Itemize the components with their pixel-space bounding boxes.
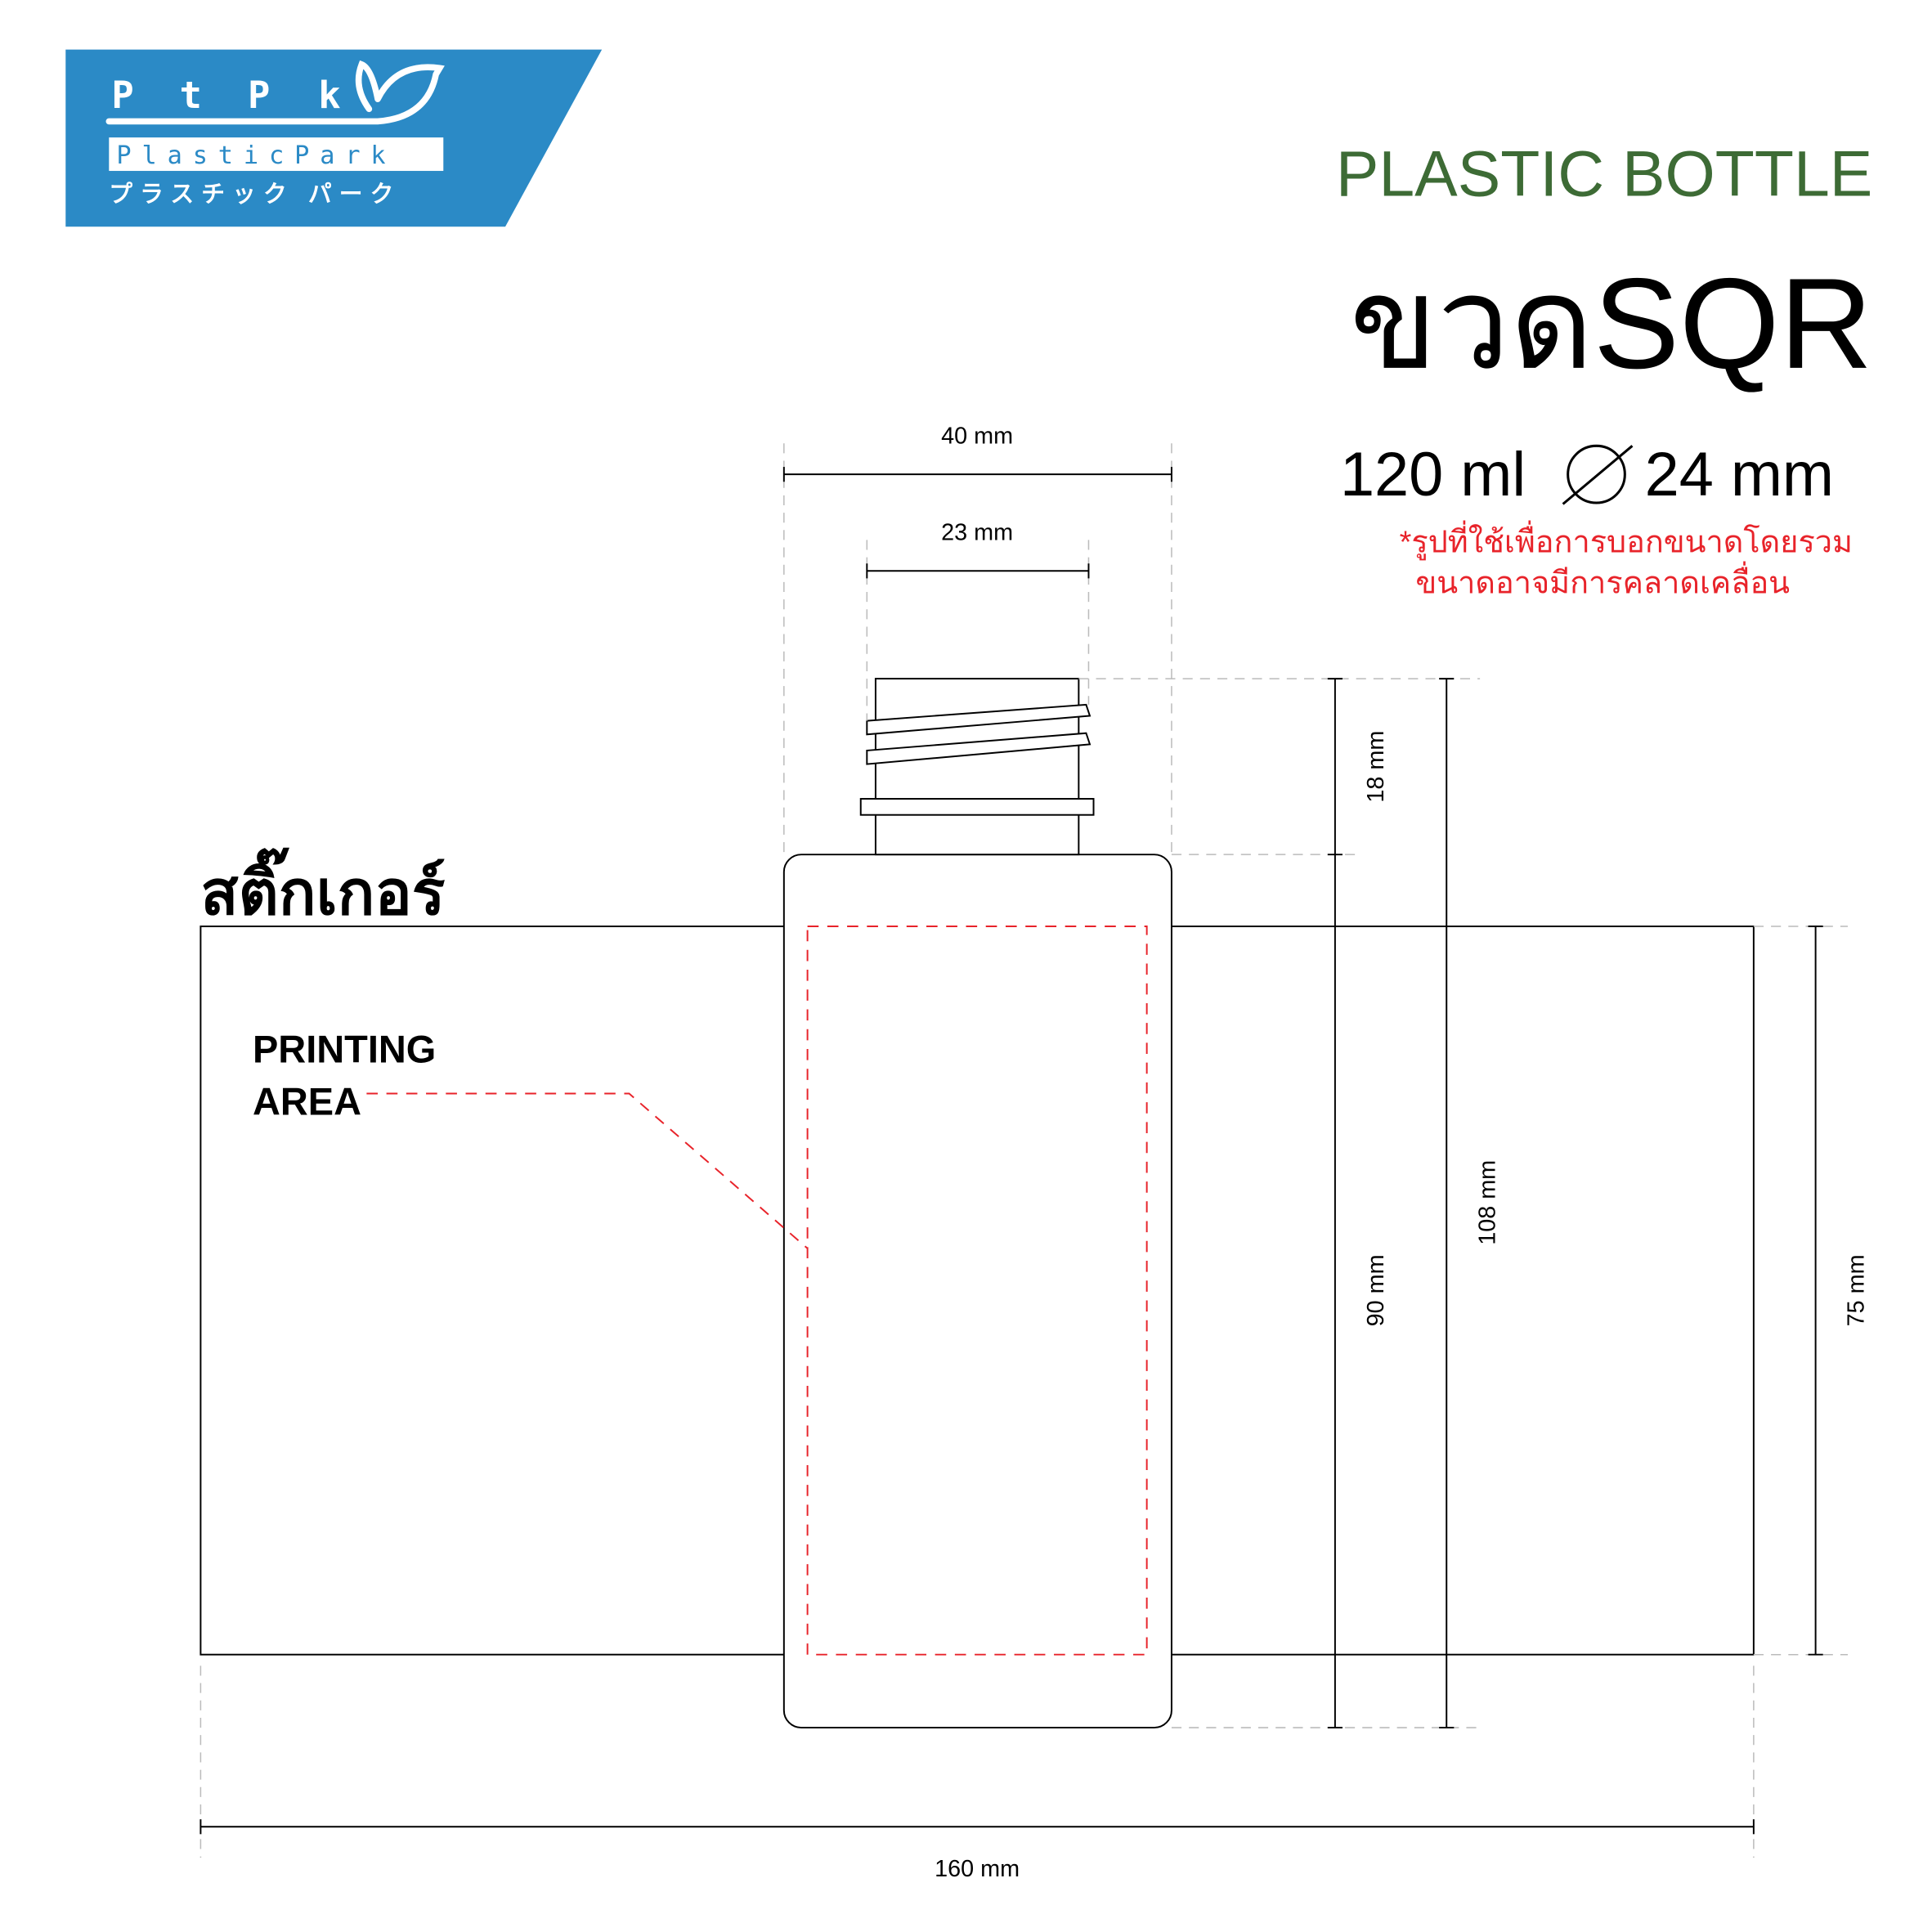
printing-area-leader: [366, 1092, 809, 1249]
dim-neck-height: 18 mm: [1363, 731, 1389, 803]
dim-neck-width: 23 mm: [941, 519, 1013, 545]
volume: 120 ml: [1340, 440, 1526, 509]
svg-text:t: t: [180, 74, 202, 117]
sticker-label: สติ๊กเกอร์: [200, 847, 445, 928]
disclaimer-line-1: *รูปที่ใช้เพื่อการบอกขนาดโดยรวม: [1400, 521, 1853, 561]
dim-sticker-width: 160 mm: [935, 1856, 1020, 1882]
printing-area-outline: [806, 926, 1148, 1656]
printing-area-label-2: AREA: [253, 1079, 361, 1123]
category-title: PLASTIC BOTTLE: [1336, 137, 1872, 209]
bottle-drawing: [782, 678, 1172, 1729]
dim-body-height: 90 mm: [1363, 1254, 1389, 1326]
disclaimer-line-2: ขนาดอาจมีการคลาดเคลื่อน: [1415, 562, 1790, 601]
dim-body-width: 40 mm: [941, 423, 1013, 449]
plasticpark-logo: P t P k PlasticPark プラスチック パーク: [65, 49, 603, 227]
svg-text:PlasticPark: PlasticPark: [116, 141, 396, 170]
neck-size: 24 mm: [1645, 440, 1834, 509]
diameter-icon: [1562, 444, 1634, 505]
dim-total-height: 108 mm: [1474, 1160, 1500, 1245]
printing-area-label-1: PRINTING: [253, 1028, 436, 1071]
svg-text:P: P: [248, 74, 270, 117]
leaf-icon: [105, 60, 445, 125]
svg-text:プラスチック パーク: プラスチック パーク: [109, 182, 401, 208]
product-name: ขวดSQR: [1350, 252, 1873, 396]
dim-sticker-height: 75 mm: [1844, 1254, 1870, 1326]
dimension-lines: [199, 467, 1823, 1835]
svg-text:k: k: [318, 74, 340, 117]
svg-text:P: P: [111, 74, 133, 117]
